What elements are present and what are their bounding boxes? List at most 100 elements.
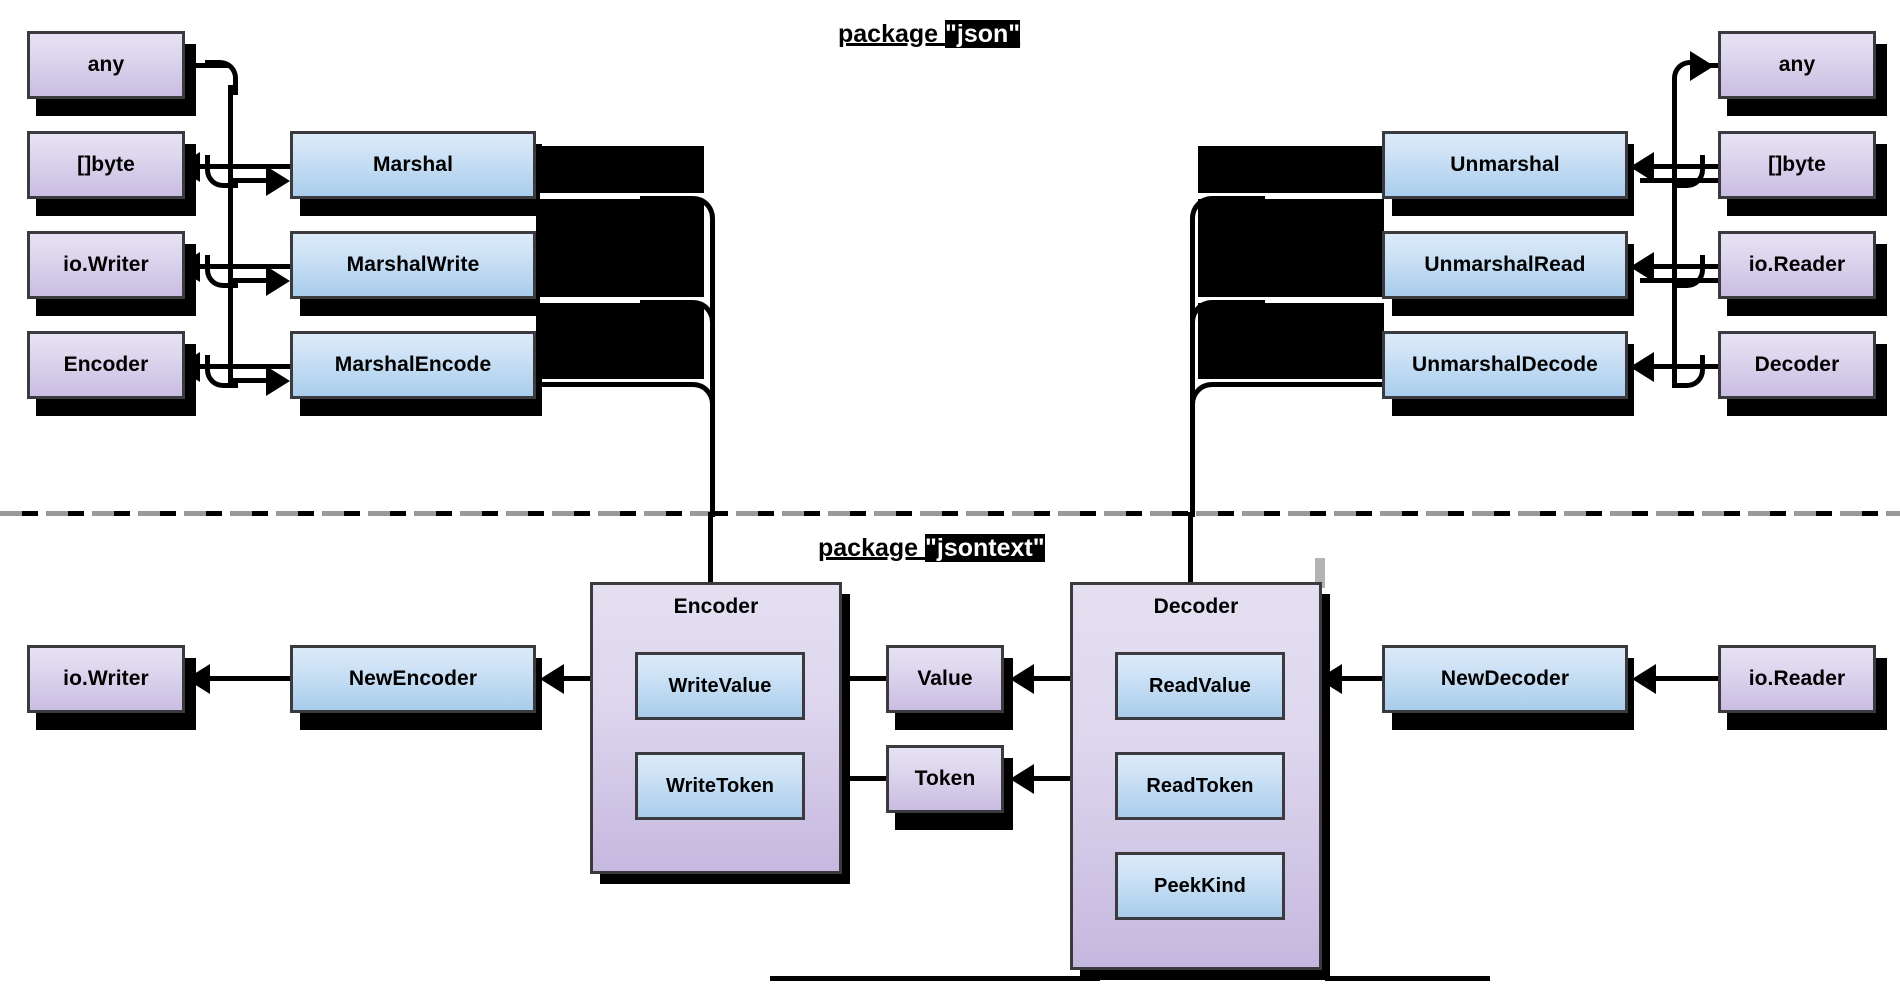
func-node-unmarshal[interactable]: Unmarshal	[1382, 131, 1628, 199]
type-node-bytes-left-label: []byte	[77, 153, 135, 176]
package-json-title-text: package	[838, 20, 946, 48]
func-node-unmarshaldecode-label: UnmarshalDecode	[1412, 353, 1598, 376]
curve-marshalwrite-return	[640, 300, 715, 425]
type-node-ioreader-right-label: io.Reader	[1748, 253, 1846, 276]
func-node-unmarshalread-label: UnmarshalRead	[1424, 253, 1586, 276]
package-jsontext-title-quoted: "jsontext"	[925, 534, 1045, 562]
method-node-writetoken[interactable]: WriteToken	[635, 752, 805, 820]
type-node-token[interactable]: Token	[886, 745, 1004, 813]
method-node-readvalue-label: ReadValue	[1148, 674, 1252, 697]
type-node-iowriter-bottom[interactable]: io.Writer	[27, 645, 185, 713]
method-node-readvalue[interactable]: ReadValue	[1115, 652, 1285, 720]
arrowhead-newdecoder-in	[1632, 664, 1656, 694]
method-node-writevalue-label: WriteValue	[668, 674, 772, 697]
type-node-any-left-label: any	[87, 53, 125, 76]
curve-branch-marshalencode	[205, 355, 238, 388]
package-json-title: package "json"	[838, 20, 1021, 49]
type-node-token-label: Token	[914, 767, 976, 790]
package-divider	[0, 511, 1900, 516]
line-marshalencode-to-encoder	[708, 512, 713, 584]
arrowhead-unmarshal-in	[1630, 152, 1654, 182]
arrowhead-iowriter-bottom-in	[186, 664, 210, 694]
type-node-any-right-label: any	[1778, 53, 1816, 76]
type-node-iowriter-bottom-label: io.Writer	[63, 667, 149, 690]
func-node-marshalwrite[interactable]: MarshalWrite	[290, 231, 536, 299]
func-node-marshalencode[interactable]: MarshalEncode	[290, 331, 536, 399]
func-node-marshalwrite-label: MarshalWrite	[346, 253, 480, 276]
shadow-decoder-group-tick	[1315, 558, 1325, 588]
func-node-marshal-label: Marshal	[372, 153, 454, 176]
type-node-value[interactable]: Value	[886, 645, 1004, 713]
connector-gap-c	[1196, 193, 1384, 199]
line-any-spine	[228, 85, 233, 385]
type-node-value-label: Value	[917, 667, 973, 690]
method-node-writevalue[interactable]: WriteValue	[635, 652, 805, 720]
line-unmarshaldecode-to-decoder	[1188, 512, 1193, 584]
package-jsontext-title: package "jsontext"	[818, 534, 1045, 563]
func-node-newdecoder[interactable]: NewDecoder	[1382, 645, 1628, 713]
line-newencoder-to-iowriter	[208, 676, 294, 681]
connector-gap-d	[1196, 297, 1384, 303]
func-node-unmarshaldecode[interactable]: UnmarshalDecode	[1382, 331, 1628, 399]
curve-branch-marshal	[205, 155, 238, 188]
bottom-baseline-left	[770, 976, 1100, 981]
type-node-encoder-left-label: Encoder	[63, 353, 149, 376]
line-return-bytes	[200, 164, 292, 169]
group-decoder-title: Decoder	[1153, 595, 1239, 618]
package-jsontext-title-text: package	[818, 534, 926, 562]
type-node-any-left[interactable]: any	[27, 31, 185, 99]
connector-fill-marshal-top	[536, 146, 704, 193]
method-node-writetoken-label: WriteToken	[665, 774, 775, 797]
line-newdecoder-to-decoder	[1340, 676, 1386, 681]
line-branch-marshal	[228, 178, 270, 183]
line-return-encoder	[200, 364, 292, 369]
curve-unmarshaldecode-return	[1190, 382, 1391, 517]
func-node-marshal[interactable]: Marshal	[290, 131, 536, 199]
curve-unmarshal-return	[1190, 196, 1265, 321]
method-node-readtoken[interactable]: ReadToken	[1115, 752, 1285, 820]
arrowhead-token-in	[1010, 764, 1034, 794]
line-encoder-to-newencoder	[562, 676, 594, 681]
curve-branch-marshalwrite	[205, 255, 238, 288]
connector-gap-b	[540, 297, 706, 303]
arrowhead-value-in	[1010, 664, 1034, 694]
line-branch-marshalwrite	[228, 278, 270, 283]
connector-fill-unmarshal-bottom	[1198, 199, 1384, 297]
connector-fill-unmarshalread	[1198, 303, 1384, 379]
type-node-iowriter-left[interactable]: io.Writer	[27, 231, 185, 299]
arrowhead-marshal-in	[266, 166, 290, 196]
curve-branch-unmarshaldecode-out	[1672, 355, 1705, 388]
type-node-ioreader-bottom-label: io.Reader	[1748, 667, 1846, 690]
type-node-bytes-left[interactable]: []byte	[27, 131, 185, 199]
type-node-any-right[interactable]: any	[1718, 31, 1876, 99]
method-node-peekkind[interactable]: PeekKind	[1115, 852, 1285, 920]
arrowhead-newencoder-in	[540, 664, 564, 694]
arrowhead-marshalwrite-in	[266, 266, 290, 296]
curve-any-spine-top	[205, 60, 238, 95]
line-value-to-writevalue	[828, 676, 890, 681]
connector-fill-unmarshal-top	[1198, 146, 1384, 193]
func-node-newdecoder-label: NewDecoder	[1440, 667, 1570, 690]
package-json-title-quoted: "json"	[945, 20, 1021, 48]
group-encoder-title: Encoder	[673, 595, 759, 618]
type-node-bytes-right[interactable]: []byte	[1718, 131, 1876, 199]
type-node-encoder-left[interactable]: Encoder	[27, 331, 185, 399]
func-node-unmarshalread[interactable]: UnmarshalRead	[1382, 231, 1628, 299]
curve-any-right-top	[1672, 60, 1705, 95]
type-node-decoder-right[interactable]: Decoder	[1718, 331, 1876, 399]
line-ioreader-to-newdecoder	[1654, 676, 1720, 681]
line-token-to-writetoken	[828, 776, 890, 781]
line-any-right-spine	[1672, 85, 1677, 385]
type-node-ioreader-bottom[interactable]: io.Reader	[1718, 645, 1876, 713]
type-node-ioreader-right[interactable]: io.Reader	[1718, 231, 1876, 299]
connector-gap-a	[540, 193, 706, 199]
type-node-bytes-right-label: []byte	[1768, 153, 1826, 176]
curve-unmarshalread-return	[1190, 300, 1265, 425]
group-encoder[interactable]: Encoder	[590, 582, 842, 874]
arrowhead-any-right-in	[1690, 51, 1714, 81]
arrowhead-unmarshaldecode-in	[1630, 352, 1654, 382]
curve-marshal-return	[640, 196, 715, 321]
func-node-newencoder[interactable]: NewEncoder	[290, 645, 536, 713]
method-node-readtoken-label: ReadToken	[1146, 774, 1254, 797]
